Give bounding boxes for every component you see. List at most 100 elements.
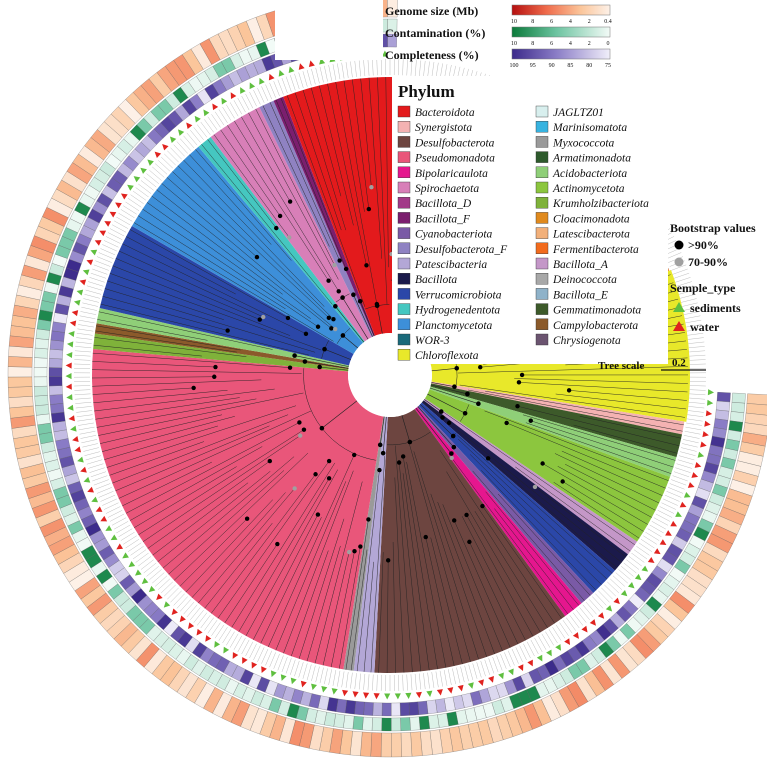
leaf-label-line [649, 524, 664, 534]
contamination-cell [34, 338, 49, 350]
phylum-swatch [397, 333, 411, 346]
bootstrap-node [322, 346, 327, 352]
sample-marker [134, 569, 142, 576]
branch-line [138, 215, 286, 310]
branch-line [179, 518, 248, 587]
completeness-title: Completeness (%) [385, 48, 479, 62]
sample-marker [100, 515, 108, 522]
sample-marker [110, 534, 118, 541]
leaf-label-line [659, 506, 675, 514]
contamination-cell [33, 357, 48, 368]
phylum-legend-backing [392, 76, 668, 364]
sample-marker [99, 230, 107, 237]
completeness-cell [345, 700, 356, 715]
tree-scale: Tree scale 0.2 [598, 357, 706, 372]
leaf-label-line [653, 517, 669, 526]
clade-wedge [429, 386, 677, 477]
leaf-label-line [688, 401, 705, 404]
leaf-label-line [269, 652, 276, 668]
branch-line [302, 89, 347, 231]
sample-marker [288, 66, 295, 74]
leaf-label-line [676, 281, 692, 287]
branch-line [515, 466, 631, 552]
phylum-label: Armatimonadota [552, 153, 631, 165]
branch-stem [376, 305, 383, 334]
leaf-label-line [176, 141, 188, 154]
branch-line [430, 537, 463, 665]
phylum-label: Pseudomonadota [414, 153, 495, 165]
bootstrap-node [452, 518, 457, 523]
leaf-label-line [200, 615, 211, 629]
contamination-cell [371, 717, 383, 732]
leaf-label-line [358, 673, 361, 690]
branch-line [451, 457, 569, 615]
branch-line [343, 80, 365, 212]
colorbar-tick: 4 [569, 41, 572, 47]
branch-line [191, 492, 286, 598]
phylum-swatch [397, 227, 411, 239]
bootstrap-node [540, 461, 545, 466]
leaf-label-line [464, 665, 469, 682]
leaf-label-line [135, 552, 149, 563]
branch-line [497, 493, 591, 596]
sample-marker [221, 97, 228, 105]
sample-marker [508, 668, 514, 676]
clade-wedge [423, 398, 638, 555]
leaf-label-line [214, 111, 225, 126]
branch-line [392, 541, 396, 673]
leaf-label-line [456, 667, 461, 684]
bootstrap-node [351, 292, 356, 298]
leaf-label-line [678, 289, 695, 295]
leaf-label-line [423, 60, 426, 77]
sample-marker [194, 115, 201, 123]
leaf-label-line [492, 656, 499, 673]
bootstrap-node [449, 455, 454, 461]
leaf-label-line [687, 337, 704, 340]
sample-marker [171, 608, 178, 616]
leaf-label-line [85, 289, 102, 295]
branch-stem [427, 393, 466, 414]
phylum-label: Bacillota_E [553, 289, 608, 301]
clade-wedge [416, 405, 594, 604]
colorbar-tick: 10 [511, 41, 517, 47]
leaf-label-line [138, 183, 152, 194]
branch-line [133, 222, 334, 342]
phylum-swatch [397, 212, 411, 224]
leaf-label-line [332, 670, 337, 686]
contamination-cell [34, 385, 48, 397]
leaf-label-line [290, 659, 296, 675]
leaf-label-line [507, 650, 515, 666]
leaf-label-line [319, 667, 324, 684]
colorbar-tick: 90 [549, 63, 555, 69]
completeness-cell [48, 376, 63, 387]
bootstrap-mid-label: 70-90% [688, 255, 728, 269]
leaf-label-line [402, 59, 404, 76]
leaf-label-line [265, 650, 273, 666]
contamination-cell [400, 717, 411, 731]
phylum-label: Spirochaetota [415, 183, 479, 195]
branch-line [195, 149, 292, 261]
phylum-label: Desulfobacterota [414, 137, 495, 149]
branch-line [100, 303, 309, 356]
sample-marker [177, 129, 185, 136]
leaf-label-line [84, 294, 101, 299]
sample-marker [105, 525, 113, 531]
leaf-label-line [566, 617, 576, 631]
branch-line [360, 78, 372, 188]
leaf-label-line [167, 150, 179, 163]
phylum-swatch [397, 288, 411, 300]
leaf-label-line [337, 63, 341, 80]
leaf-label-line [74, 389, 91, 391]
branch-line [98, 311, 273, 350]
contamination-cell [730, 402, 746, 413]
leaf-label-line [294, 660, 300, 677]
leaf-label-line [83, 447, 99, 452]
branch-line [207, 139, 277, 229]
leaf-label-line [118, 528, 133, 538]
sample-marker [613, 597, 620, 605]
colorbar-tick: 10 [511, 19, 517, 25]
contamination-cell [391, 717, 402, 732]
branch-line [306, 545, 341, 662]
sample-marker [65, 383, 72, 390]
